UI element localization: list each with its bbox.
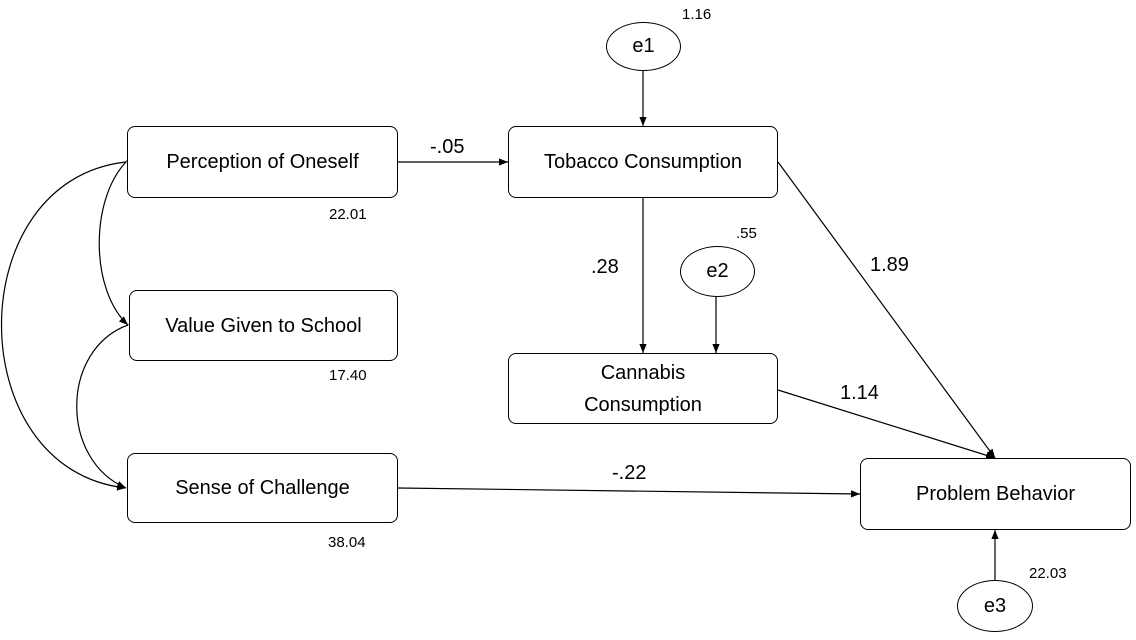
- node-school-label: Value Given to School: [165, 314, 362, 337]
- variance-e2: .55: [736, 225, 757, 242]
- variance-e3: 22.03: [1029, 565, 1067, 582]
- node-problem-behavior: Problem Behavior: [860, 458, 1131, 530]
- coef-perception-to-tobacco: -.05: [430, 136, 465, 158]
- error-e3-label: e3: [983, 594, 1007, 617]
- variance-school: 17.40: [329, 367, 367, 384]
- arrow-challenge-to-problem: [397, 487, 861, 498]
- arrow-cannabis-to-problem: [777, 389, 996, 459]
- node-sense-of-challenge: Sense of Challenge: [127, 453, 398, 523]
- node-perception-label: Perception of Oneself: [166, 151, 359, 173]
- covariance-school-challenge: [76, 318, 138, 489]
- node-problem-label: Problem Behavior: [916, 483, 1075, 505]
- error-e2: e2: [680, 246, 755, 297]
- error-e2-label: e2: [706, 260, 729, 282]
- node-perception-of-oneself: Perception of Oneself: [127, 126, 398, 198]
- coef-tobacco-to-cannabis: .28: [591, 256, 619, 278]
- error-e3: e3: [957, 580, 1033, 632]
- arrow-tobacco-to-problem: [777, 161, 996, 459]
- node-cannabis-label-line1: Cannabis: [600, 361, 686, 384]
- covariance-perception-challenge: [1, 157, 136, 491]
- node-tobacco-label: Tobacco Consumption: [544, 151, 742, 173]
- node-cannabis-label-line2: Consumption: [584, 393, 702, 416]
- variance-perception: 22.01: [329, 206, 367, 223]
- variance-e1: 1.16: [682, 6, 712, 23]
- node-tobacco-consumption: Tobacco Consumption: [508, 126, 778, 198]
- error-e1-label: e1: [632, 35, 655, 57]
- node-challenge-label: Sense of Challenge: [175, 477, 350, 499]
- covariance-perception-school: [98, 152, 135, 326]
- coef-tobacco-to-problem: 1.89: [870, 254, 909, 276]
- variance-challenge: 38.04: [328, 534, 366, 551]
- error-e1: e1: [606, 22, 681, 71]
- coef-challenge-to-problem: -.22: [612, 462, 647, 484]
- node-cannabis-consumption: Cannabis Consumption: [508, 353, 778, 424]
- node-value-given-to-school: Value Given to School: [129, 290, 398, 361]
- coef-cannabis-to-problem: 1.14: [840, 382, 879, 404]
